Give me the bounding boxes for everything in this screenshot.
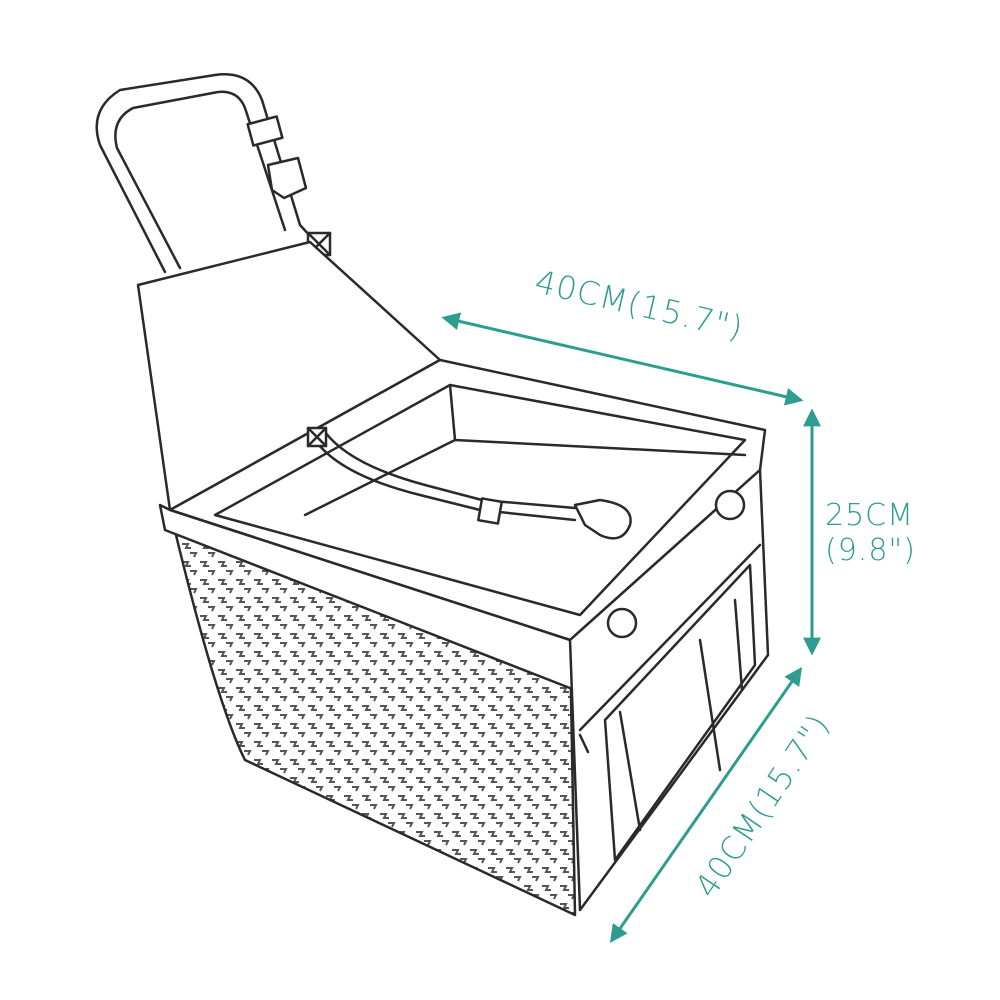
width-label: 40CM(15.7"): [531, 262, 747, 347]
height-label-in: (9.8"): [825, 533, 916, 568]
width-arrow: [441, 312, 804, 406]
safety-leash: [313, 438, 577, 522]
headrest-strap-inner: [114, 90, 287, 270]
d-ring-front: [606, 607, 638, 639]
zipper-pull: [578, 733, 590, 754]
depth-arrow: [609, 667, 803, 943]
dimension-arrows: [441, 312, 821, 943]
headrest-strap: [95, 73, 314, 274]
strap-buckle: [266, 156, 308, 200]
seat-drawing: [95, 73, 770, 917]
d-ring-rear: [714, 489, 746, 521]
safety-leash-lower: [323, 430, 577, 510]
strap-adjuster: [246, 115, 284, 147]
leash-clip: [573, 498, 632, 540]
depth-label: 40CM(15.7"): [687, 707, 837, 905]
height-label-cm: 25CM: [825, 498, 914, 533]
leash-patch: [306, 426, 328, 448]
leash-adjuster: [476, 497, 504, 525]
